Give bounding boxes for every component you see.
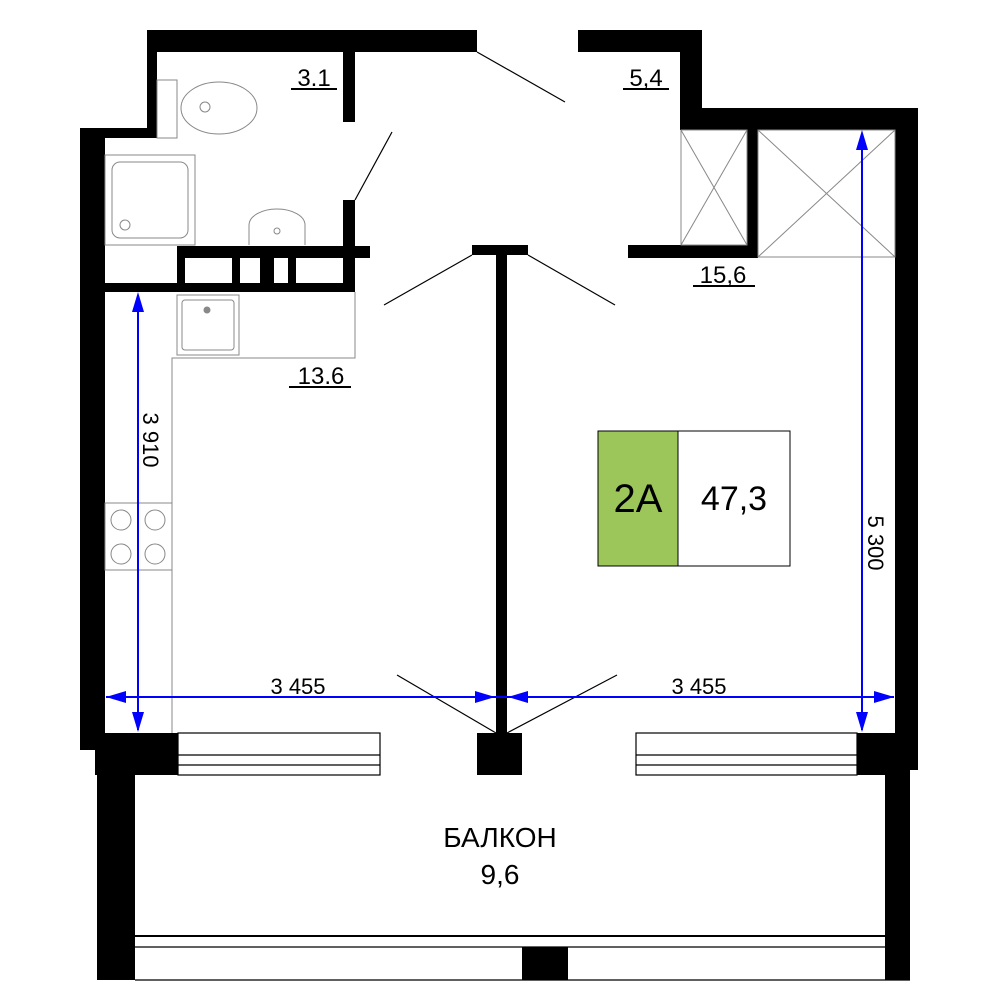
apartment-type-label: 2А <box>614 477 663 521</box>
fixtures <box>104 79 896 733</box>
apartment-badge: 2А 47,3 <box>597 430 791 567</box>
wardrobe-icon <box>680 129 896 258</box>
left-width-label: 3 455 <box>270 674 325 699</box>
hall-area-label: 5,4 <box>629 65 662 92</box>
right-height-label: 5 300 <box>863 515 888 570</box>
bathroom-area-label: 3.1 <box>297 65 330 92</box>
walls <box>80 30 918 980</box>
toilet-tank-icon <box>156 79 178 139</box>
living-area-label: 15,6 <box>700 262 747 289</box>
sink-icon <box>248 208 306 245</box>
balcony-area-label: 9,6 <box>481 859 520 890</box>
left-height-label: 3 910 <box>138 412 163 467</box>
right-width-label: 3 455 <box>671 674 726 699</box>
kitchen-area-label: 13.6 <box>298 363 345 390</box>
dimension-labels: 3 455 3 455 3 910 5 300 <box>138 412 888 699</box>
kitchen-sink-icon <box>176 294 240 356</box>
balcony-name-label: БАЛКОН <box>443 822 556 853</box>
dimension-lines <box>106 130 894 732</box>
windows <box>135 732 910 981</box>
room-labels: 3.1 5,4 13.6 15,6 БАЛКОН 9,6 <box>289 65 755 890</box>
toilet-icon <box>180 81 258 135</box>
door-swings <box>354 51 618 734</box>
total-area-label: 47,3 <box>701 480 767 518</box>
shower-tray-icon <box>104 154 196 246</box>
